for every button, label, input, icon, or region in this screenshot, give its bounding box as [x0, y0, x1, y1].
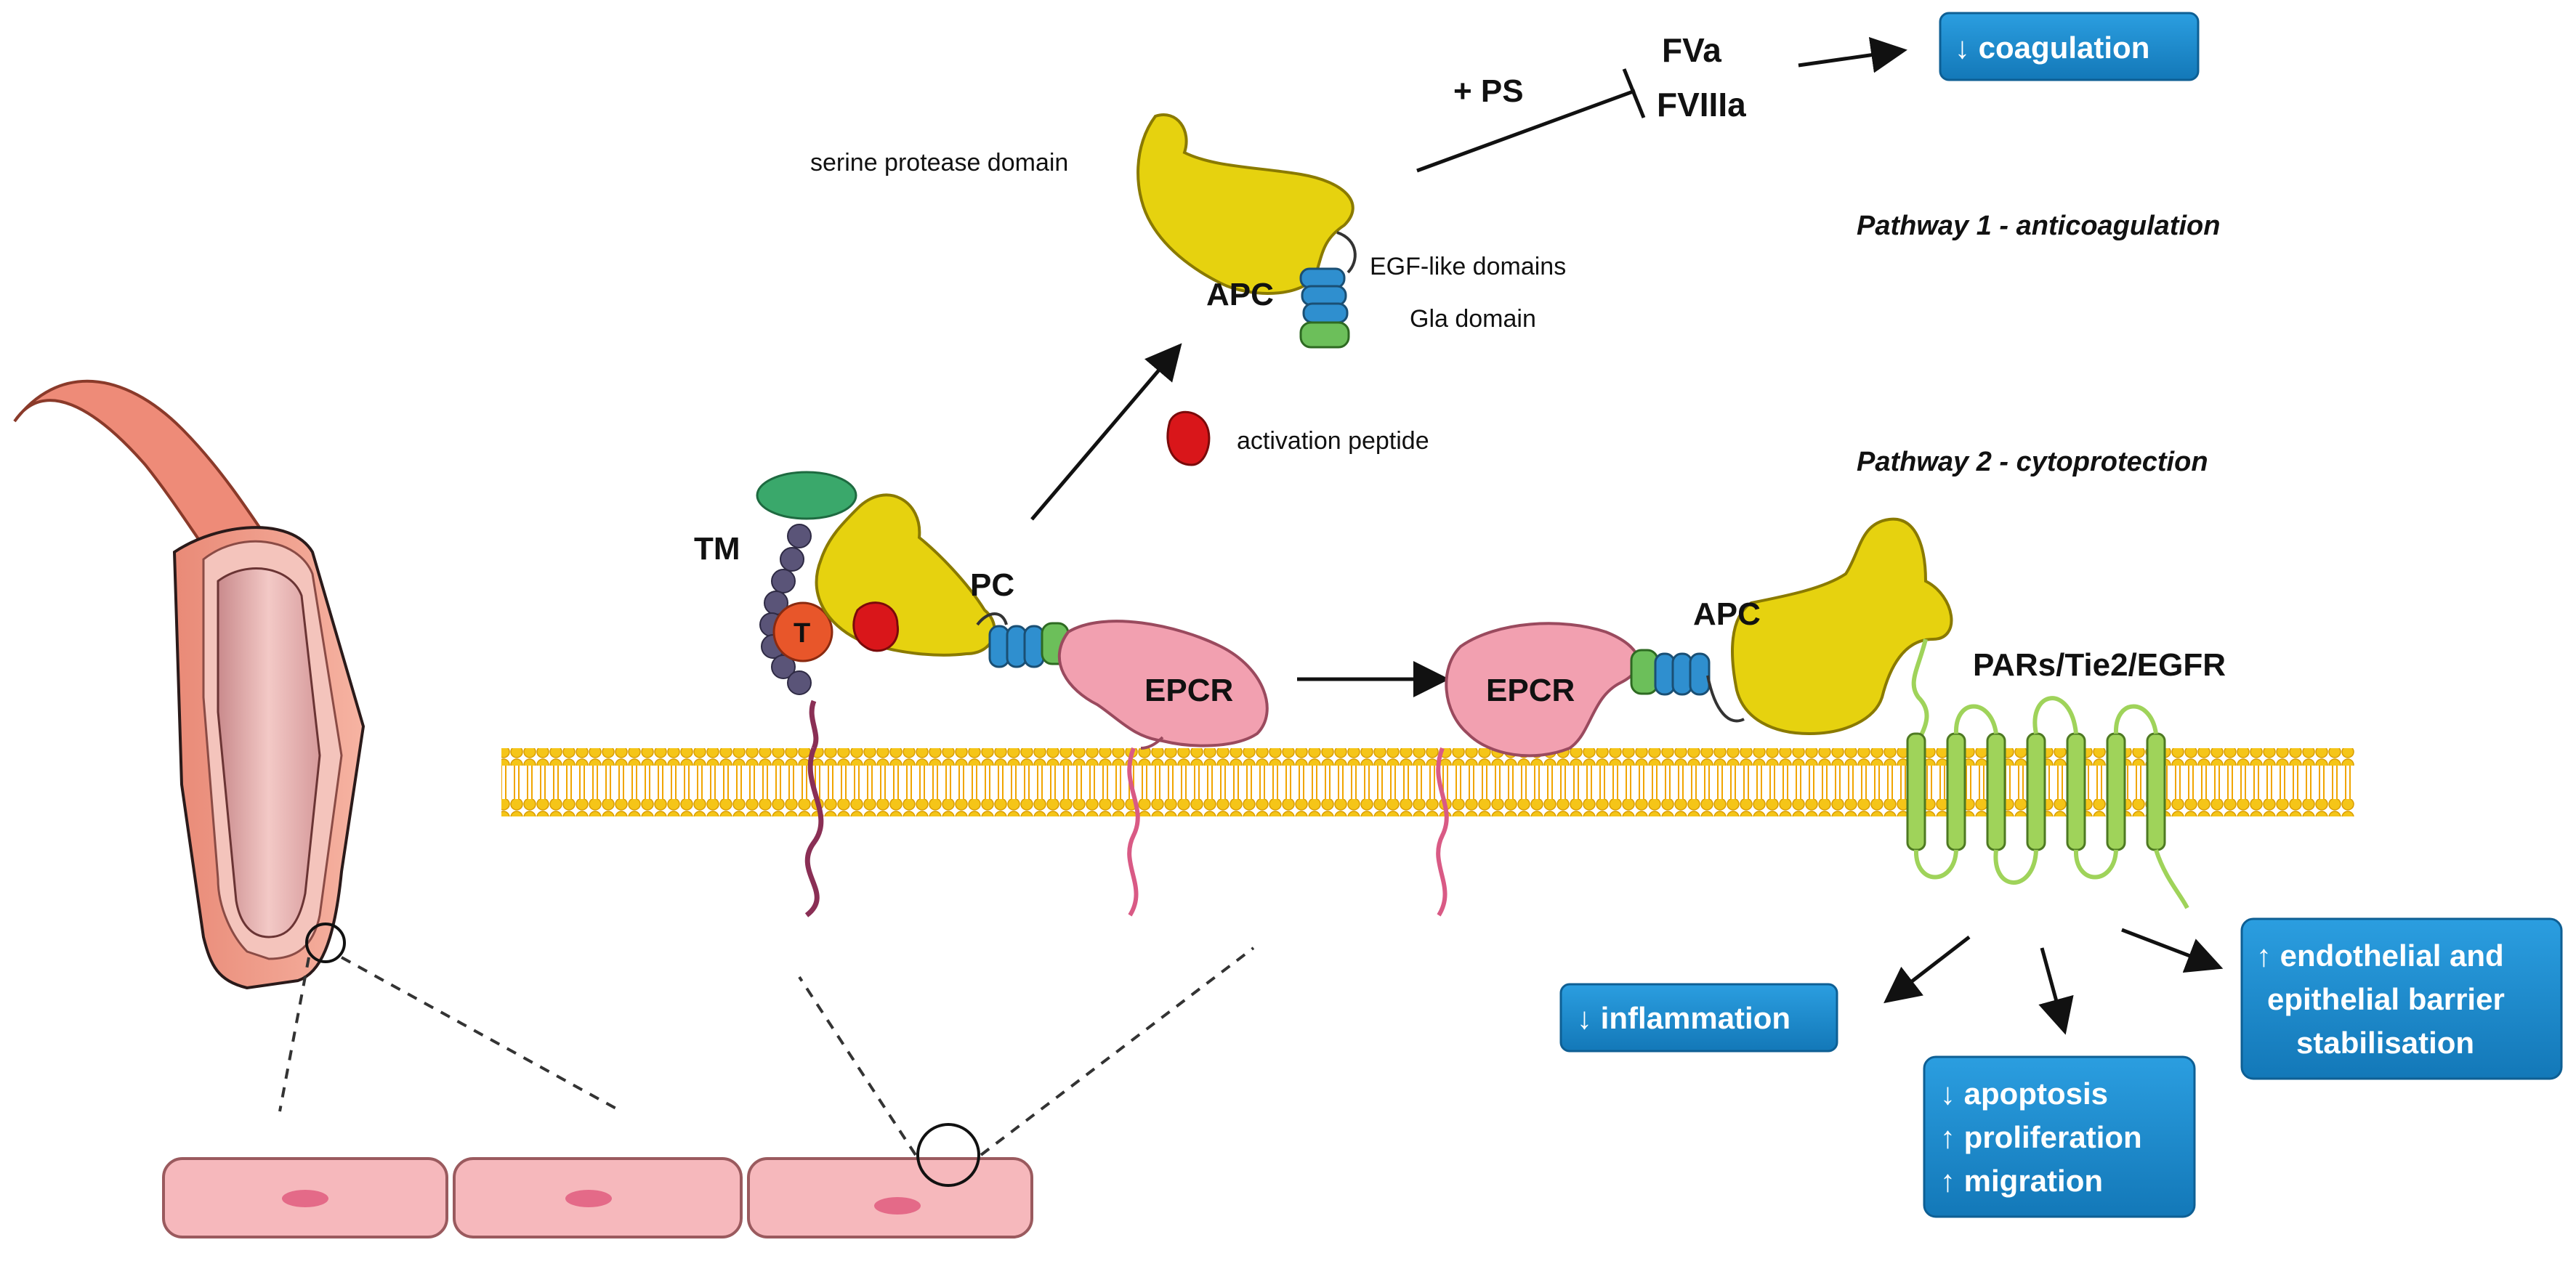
blood-vessel — [13, 379, 366, 990]
tm-beads — [759, 524, 812, 695]
outcome-inflammation: ↓ inflammation — [1559, 983, 1838, 1053]
arrow-pc-to-apc — [1030, 343, 1182, 521]
epcr-left: EPCR — [1057, 620, 1269, 917]
apc-bound: APC — [1630, 517, 1953, 736]
tm-cap — [756, 471, 857, 520]
outcome-barrier-text-3: stabilisation — [2296, 1026, 2474, 1060]
thrombomodulin-complex: T TM — [694, 471, 857, 917]
epcr-right-label: EPCR — [1486, 673, 1575, 708]
outcome-coagulation-text: ↓ coagulation — [1955, 31, 2149, 65]
apc-free-label: APC — [1206, 277, 1274, 312]
tm-label: TM — [694, 531, 740, 567]
plus-ps-label: + PS — [1453, 73, 1524, 109]
outcome-apoptosis-text: ↓ apoptosis — [1940, 1077, 2108, 1111]
receptor-7tm: PARs/Tie2/EGFR — [1906, 638, 2226, 909]
zoom-circle-cell — [916, 1123, 980, 1187]
activation-peptide: activation peptide — [1166, 410, 1429, 466]
pathway-1-title: Pathway 1 - anticoagulation — [1857, 211, 2220, 241]
zoom-circle-vessel — [305, 923, 346, 963]
outcome-barrier: ↑ endothelial and epithelial barrier sta… — [2240, 917, 2563, 1080]
serine-protease-label: serine protease domain — [810, 149, 1068, 177]
pathway-2-title: Pathway 2 - cytoprotection — [1857, 447, 2208, 477]
pc-label: PC — [970, 567, 1014, 603]
egf-like-label: EGF-like domains — [1370, 253, 1566, 280]
outcome-barrier-text-1: ↑ endothelial and — [2256, 938, 2504, 973]
thrombin-label: T — [794, 618, 810, 649]
outcome-migration-text: ↑ migration — [1940, 1164, 2103, 1198]
zoom-lines — [278, 946, 1255, 1156]
protein-c: PC — [815, 493, 1070, 668]
fviiia-label: FVIIIa — [1657, 86, 1746, 123]
epcr-left-label: EPCR — [1144, 673, 1233, 708]
outcome-inflammation-text: ↓ inflammation — [1577, 1001, 1790, 1035]
outcome-barrier-text-2: epithelial barrier — [2267, 982, 2505, 1016]
apc-bound-label: APC — [1693, 596, 1761, 632]
epcr-right: EPCR — [1436, 622, 1640, 917]
apc-free: APC serine protease domain EGF-like doma… — [810, 113, 1566, 349]
pathway-1-inhibition: + PS FVa FVIIIa — [1416, 31, 1907, 173]
outcome-cell-survival: ↓ apoptosis ↑ proliferation ↑ migration — [1923, 1055, 2196, 1218]
endothelial-cells — [162, 1123, 1033, 1238]
outcome-arrows — [1883, 928, 2224, 1035]
thrombin — [772, 601, 833, 662]
outcome-proliferation-text: ↑ proliferation — [1940, 1120, 2142, 1154]
receptor-label: PARs/Tie2/EGFR — [1973, 647, 2226, 683]
gla-domain-label: Gla domain — [1410, 305, 1536, 333]
activation-peptide-label: activation peptide — [1237, 427, 1429, 455]
fva-label: FVa — [1662, 31, 1721, 69]
outcome-coagulation: ↓ coagulation — [1939, 12, 2200, 81]
